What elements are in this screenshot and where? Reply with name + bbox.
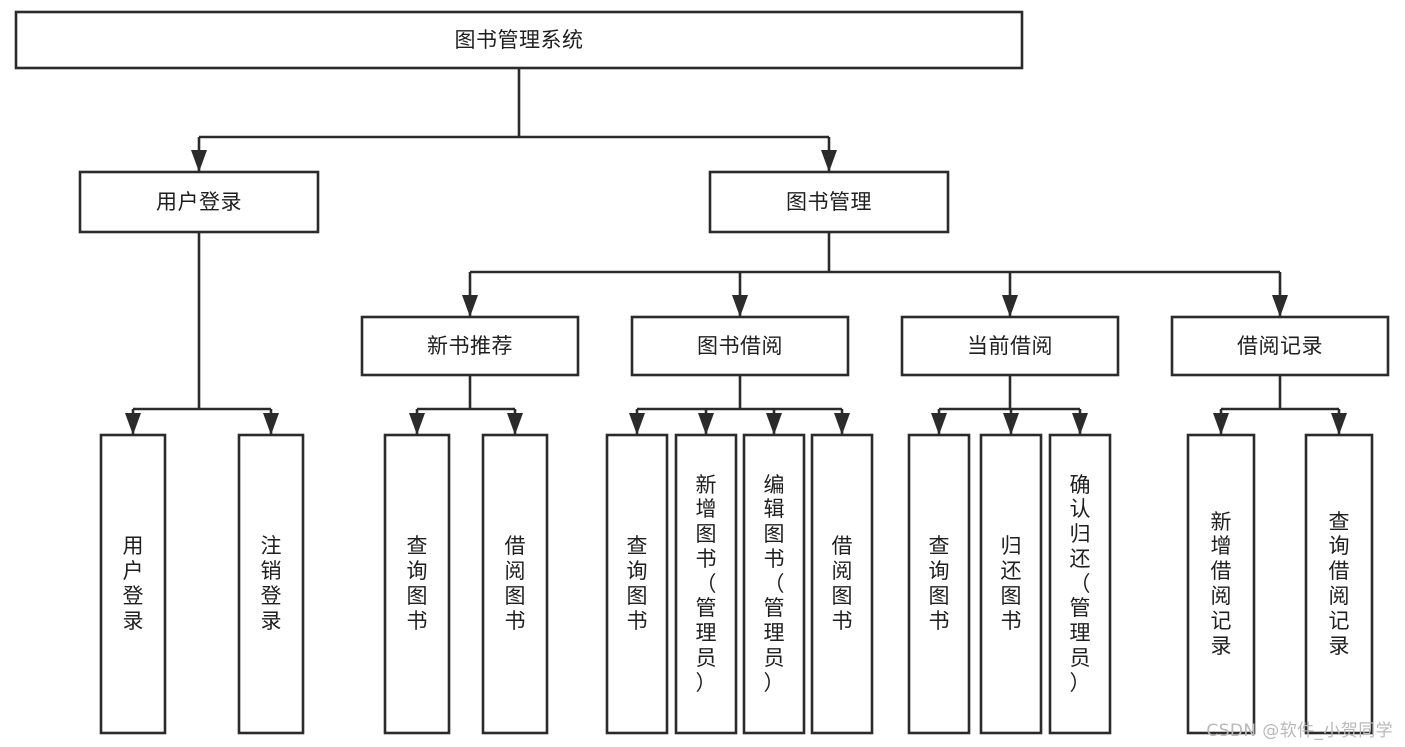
node-box-借阅图书[interactable] — [481, 433, 549, 735]
connectors-layer — [125, 68, 1347, 435]
arrow-head-icon-借阅记录 — [1272, 295, 1288, 317]
node-box-新增图书管理员[interactable] — [674, 433, 738, 735]
arrow-head-icon-用户登录 — [125, 413, 141, 435]
node-box-用户登录[interactable] — [78, 170, 320, 234]
arrow-head-icon-当前借阅 — [1002, 295, 1018, 317]
node-box-图书管理[interactable] — [708, 170, 950, 234]
arrow-head-icon-新增借阅记录 — [1213, 413, 1229, 435]
arrow-head-icon-注销登录 — [263, 413, 279, 435]
node-box-借阅图书[interactable] — [810, 433, 874, 735]
node-label-借阅记录: 借阅记录 — [1237, 334, 1323, 358]
arrow-head-icon-查询图书 — [409, 413, 425, 435]
boxes-layer — [14, 10, 1390, 735]
arrow-head-icon-新增图书管理员 — [698, 413, 714, 435]
node-box-新增借阅记录[interactable] — [1186, 433, 1256, 735]
arrow-head-icon-借阅图书 — [834, 413, 850, 435]
node-box-图书借阅[interactable] — [630, 315, 850, 377]
node-label-图书管理系统: 图书管理系统 — [455, 28, 584, 52]
node-box-编辑图书管理员[interactable] — [742, 433, 806, 735]
node-box-查询图书[interactable] — [605, 433, 669, 735]
node-box-查询借阅记录[interactable] — [1304, 433, 1374, 735]
arrow-head-icon-用户登录 — [191, 150, 207, 172]
arrow-head-icon-图书管理 — [821, 150, 837, 172]
arrow-head-icon-确认归还管理员 — [1072, 413, 1088, 435]
node-label-用户登录: 用户登录 — [156, 190, 242, 214]
arrow-head-icon-查询图书 — [931, 413, 947, 435]
node-box-当前借阅[interactable] — [900, 315, 1120, 377]
node-label-图书借阅: 图书借阅 — [697, 334, 783, 358]
arrow-head-icon-归还图书 — [1003, 413, 1019, 435]
arrow-head-icon-查询图书 — [629, 413, 645, 435]
arrow-head-icon-查询借阅记录 — [1331, 413, 1347, 435]
arrow-head-icon-编辑图书管理员 — [766, 413, 782, 435]
node-box-查询图书[interactable] — [907, 433, 971, 735]
node-box-图书管理系统[interactable] — [14, 10, 1024, 70]
node-label-当前借阅: 当前借阅 — [967, 334, 1053, 358]
arrow-head-icon-图书借阅 — [732, 295, 748, 317]
arrow-head-icon-借阅图书 — [507, 413, 523, 435]
node-box-查询图书[interactable] — [383, 433, 451, 735]
node-box-注销登录[interactable] — [237, 433, 305, 735]
node-box-新书推荐[interactable] — [360, 315, 580, 377]
node-box-用户登录[interactable] — [99, 433, 167, 735]
node-box-归还图书[interactable] — [979, 433, 1043, 735]
node-box-确认归还管理员[interactable] — [1048, 433, 1112, 735]
csdn-watermark: CSDN @软件_小贺同学 — [1206, 721, 1393, 741]
node-label-新书推荐: 新书推荐 — [427, 334, 513, 358]
arrow-head-icon-新书推荐 — [462, 295, 478, 317]
node-label-图书管理: 图书管理 — [786, 190, 872, 214]
node-box-借阅记录[interactable] — [1170, 315, 1390, 377]
